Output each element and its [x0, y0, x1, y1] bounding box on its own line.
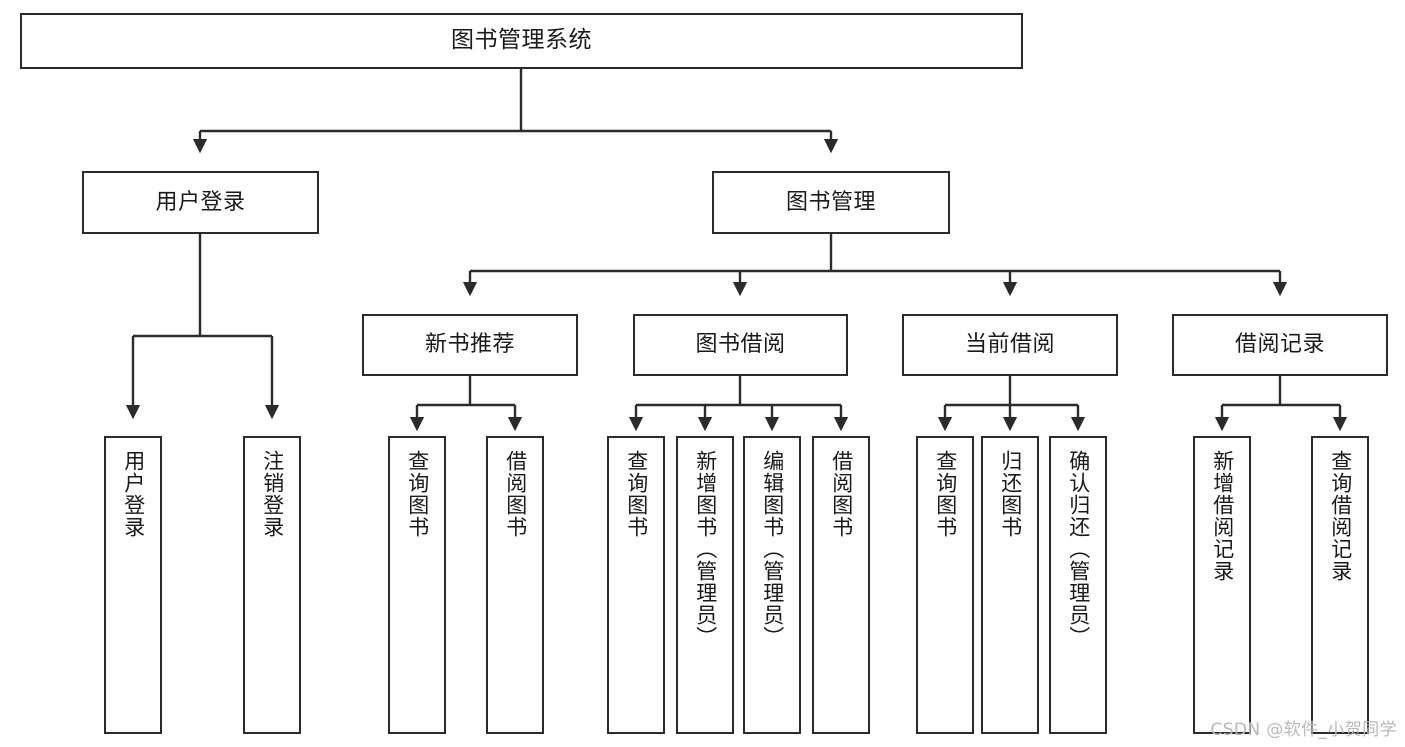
node-label: 确认归还（管理员） [1066, 450, 1091, 648]
node-label: 借阅记录 [1234, 332, 1325, 358]
node-current-borrow[interactable]: 当前借阅 [902, 314, 1118, 376]
node-book-borrow[interactable]: 图书借阅 [633, 314, 848, 376]
leaf-query-record[interactable]: 查询借阅记录 [1311, 436, 1369, 734]
leaf-logout-login[interactable]: 注销登录 [243, 436, 301, 734]
node-label: 编辑图书（管理员） [760, 450, 785, 648]
leaf-borrow-book-2[interactable]: 借阅图书 [812, 436, 870, 734]
leaf-add-book[interactable]: 新增图书（管理员） [676, 436, 734, 734]
node-label: 图书借阅 [695, 332, 786, 358]
leaf-add-record[interactable]: 新增借阅记录 [1193, 436, 1251, 734]
node-label: 借阅图书 [829, 450, 854, 538]
node-label: 查询借阅记录 [1328, 450, 1353, 582]
leaf-edit-book[interactable]: 编辑图书（管理员） [743, 436, 801, 734]
leaf-confirm-return[interactable]: 确认归还（管理员） [1049, 436, 1107, 734]
node-label: 图书管理 [785, 189, 876, 215]
node-label: 归还图书 [998, 450, 1023, 538]
leaf-return-book[interactable]: 归还图书 [981, 436, 1039, 734]
node-label: 用户登录 [155, 189, 246, 215]
csdn-watermark: CSDN @软件_小贺同学 [1210, 720, 1397, 740]
node-label: 查询图书 [405, 450, 430, 538]
node-label: 查询图书 [933, 450, 958, 538]
node-label: 图书管理系统 [451, 27, 592, 54]
node-label: 查询图书 [624, 450, 649, 538]
leaf-query-book-2[interactable]: 查询图书 [607, 436, 665, 734]
node-label: 用户登录 [121, 450, 146, 538]
node-label: 新增借阅记录 [1210, 450, 1235, 582]
leaf-user-login[interactable]: 用户登录 [104, 436, 162, 734]
node-label: 新增图书（管理员） [693, 450, 718, 648]
leaf-borrow-book-1[interactable]: 借阅图书 [486, 436, 544, 734]
node-new-book-recommend[interactable]: 新书推荐 [362, 314, 578, 376]
node-label: 借阅图书 [503, 450, 528, 538]
leaf-query-book-1[interactable]: 查询图书 [388, 436, 446, 734]
node-label: 新书推荐 [424, 332, 515, 358]
node-borrow-record[interactable]: 借阅记录 [1172, 314, 1388, 376]
node-label: 当前借阅 [964, 332, 1055, 358]
node-book-manage[interactable]: 图书管理 [712, 171, 950, 234]
node-root-book-management-system[interactable]: 图书管理系统 [20, 13, 1023, 69]
node-user-login[interactable]: 用户登录 [82, 171, 319, 234]
leaf-query-book-3[interactable]: 查询图书 [916, 436, 974, 734]
node-label: 注销登录 [260, 450, 285, 538]
